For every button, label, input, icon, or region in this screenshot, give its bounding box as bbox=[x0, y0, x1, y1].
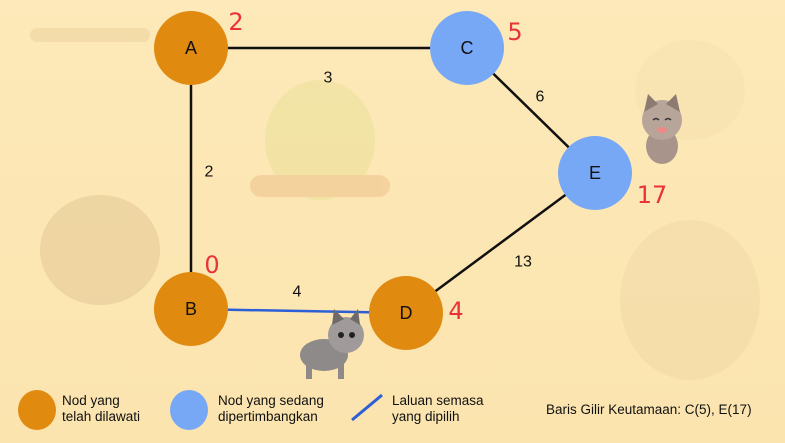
node-circle bbox=[558, 136, 632, 210]
priority-queue-text: Baris Gilir Keutamaan: C(5), E(17) bbox=[546, 402, 752, 417]
node-E[interactable]: E bbox=[558, 136, 632, 210]
edge-weight-D-E: 13 bbox=[514, 254, 532, 271]
node-C[interactable]: C bbox=[430, 11, 504, 85]
node-label: A bbox=[185, 38, 197, 58]
node-distance-C: 5 bbox=[507, 18, 522, 46]
node-circle bbox=[154, 11, 228, 85]
node-circle bbox=[369, 276, 443, 350]
edge-D-E bbox=[405, 171, 596, 315]
node-A[interactable]: A bbox=[154, 11, 228, 85]
node-circle bbox=[154, 272, 228, 346]
node-distance-D: 4 bbox=[448, 297, 463, 325]
node-distance-A: 2 bbox=[228, 8, 243, 36]
node-distance-E: 17 bbox=[637, 181, 668, 209]
node-label: D bbox=[400, 303, 413, 323]
background-cat-doodles bbox=[30, 28, 760, 380]
node-distance-B: 0 bbox=[204, 251, 219, 279]
node-label: E bbox=[589, 163, 601, 183]
node-B[interactable]: B bbox=[154, 272, 228, 346]
edge-weight-A-C: 3 bbox=[324, 70, 333, 87]
node-circle bbox=[430, 11, 504, 85]
edge-weight-C-E: 6 bbox=[536, 89, 545, 106]
node-D[interactable]: D bbox=[369, 276, 443, 350]
legend-considering-swatch bbox=[170, 390, 208, 430]
node-label: B bbox=[185, 299, 197, 319]
edge-weight-A-B: 2 bbox=[205, 164, 214, 181]
cat-illustration-near-d bbox=[300, 309, 364, 379]
edge-weight-B-D: 4 bbox=[293, 284, 302, 301]
cat-illustration-near-e bbox=[642, 94, 682, 164]
legend-visited-swatch bbox=[18, 390, 56, 430]
node-label: C bbox=[461, 38, 474, 58]
